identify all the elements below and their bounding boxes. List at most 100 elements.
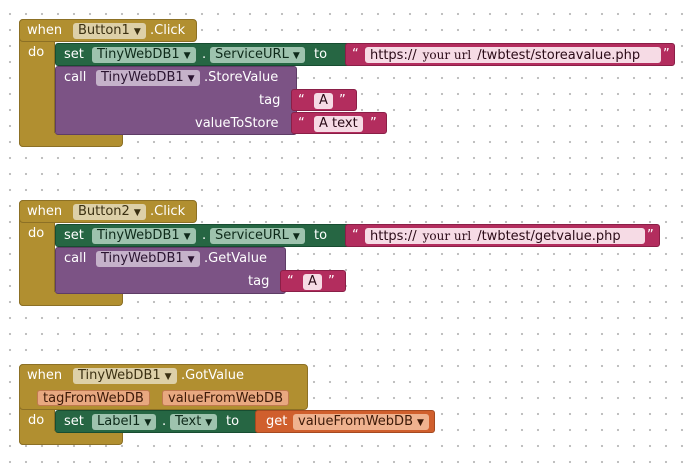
url-handwritten: your url — [422, 48, 472, 62]
do-keyword: do — [28, 45, 45, 60]
chevron-down-icon: ▼ — [133, 27, 141, 37]
event-block-header[interactable]: when Button2▼ .Click — [19, 200, 197, 223]
do-keyword: do — [28, 226, 45, 241]
set-keyword: set — [64, 228, 84, 243]
component-name: Label1 — [97, 414, 141, 429]
call-keyword: call — [64, 70, 87, 85]
call-keyword: call — [64, 251, 87, 266]
component-name: TinyWebDB1 — [97, 228, 180, 243]
set-keyword: set — [64, 47, 84, 62]
url-suffix: /twbtest/storeavalue.php — [477, 48, 641, 63]
event-block-footer[interactable] — [19, 292, 123, 306]
text-field-value[interactable]: A text — [314, 116, 363, 132]
tag-label: tag — [259, 93, 281, 108]
event-name: .GotValue — [181, 368, 244, 383]
chevron-down-icon: ▼ — [205, 418, 213, 428]
to-keyword: to — [226, 414, 240, 429]
component-dropdown[interactable]: Button1▼ — [73, 23, 146, 39]
event-param-tagfromwebdb[interactable]: tagFromWebDB — [37, 390, 150, 406]
url-prefix: https:// — [370, 48, 417, 63]
to-keyword: to — [314, 47, 328, 62]
text-field-url[interactable]: https:// your url/twbtest/storeavalue.php — [365, 47, 661, 63]
when-keyword: when — [27, 23, 63, 38]
quote-close: ” — [328, 274, 335, 289]
quote-close: ” — [647, 228, 654, 243]
quote-open: “ — [298, 93, 305, 108]
component-dropdown[interactable]: TinyWebDB1▼ — [92, 47, 196, 63]
component-dropdown[interactable]: TinyWebDB1▼ — [96, 251, 200, 267]
chevron-down-icon: ▼ — [183, 51, 191, 61]
text-field-tag[interactable]: A — [303, 274, 322, 290]
method-name: .GetValue — [204, 251, 268, 266]
value-to-store-label: valueToStore — [195, 116, 279, 131]
when-keyword: when — [27, 204, 63, 219]
chevron-down-icon: ▼ — [133, 208, 141, 218]
chevron-down-icon: ▼ — [187, 74, 195, 84]
to-keyword: to — [314, 228, 328, 243]
set-serviceurl-block[interactable]: set TinyWebDB1▼ . ServiceURL▼ to — [55, 43, 351, 66]
chevron-down-icon: ▼ — [292, 232, 300, 242]
dot-separator: . — [162, 414, 167, 429]
quote-close: ” — [663, 47, 670, 62]
chevron-down-icon: ▼ — [187, 255, 195, 265]
chevron-down-icon: ▼ — [292, 51, 300, 61]
set-label-text-block[interactable]: set Label1▼ . Text▼ to — [55, 410, 261, 433]
component-dropdown[interactable]: Button2▼ — [73, 204, 146, 220]
event-param-valuefromwebdb[interactable]: valueFromWebDB — [162, 390, 289, 406]
call-getvalue-block[interactable]: call TinyWebDB1▼ .GetValue tag — [55, 247, 286, 294]
property-name: Text — [175, 414, 202, 429]
variable-name: valueFromWebDB — [298, 414, 413, 429]
get-variable-block[interactable]: get valueFromWebDB ▼ — [255, 410, 435, 433]
component-name: Button1 — [78, 23, 130, 38]
component-name: TinyWebDB1 — [101, 251, 184, 266]
do-keyword: do — [28, 413, 45, 428]
url-suffix: /twbtest/getvalue.php — [477, 229, 621, 244]
set-serviceurl-block[interactable]: set TinyWebDB1▼ . ServiceURL▼ to — [55, 224, 351, 247]
component-dropdown[interactable]: Label1▼ — [92, 414, 157, 430]
property-dropdown[interactable]: ServiceURL▼ — [210, 228, 305, 244]
component-dropdown[interactable]: TinyWebDB1▼ — [96, 70, 200, 86]
event-name: .Click — [150, 23, 186, 38]
text-block-tag[interactable]: “ A ” — [291, 89, 357, 111]
method-name: .StoreValue — [204, 70, 279, 85]
event-name: .Click — [150, 204, 186, 219]
quote-open: “ — [352, 47, 359, 62]
text-block-value[interactable]: “ A text ” — [291, 112, 387, 134]
property-dropdown[interactable]: Text▼ — [170, 414, 218, 430]
text-block-url[interactable]: “ https://your url/twbtest/getvalue.php … — [345, 224, 660, 247]
text-field-tag[interactable]: A — [314, 93, 333, 109]
call-storevalue-block[interactable]: call TinyWebDB1▼ .StoreValue tag valueTo… — [55, 66, 297, 135]
event-block-header[interactable]: when TinyWebDB1▼ .GotValue tagFromWebDB … — [19, 364, 308, 410]
quote-open: “ — [287, 274, 294, 289]
event-block-footer[interactable] — [19, 133, 123, 147]
quote-open: “ — [352, 228, 359, 243]
component-name: TinyWebDB1 — [78, 368, 161, 383]
dot-separator: . — [202, 228, 207, 243]
variable-dropdown[interactable]: valueFromWebDB ▼ — [293, 414, 429, 430]
text-block-url[interactable]: “ https:// your url/twbtest/storeavalue.p… — [345, 43, 675, 66]
component-dropdown[interactable]: TinyWebDB1▼ — [73, 368, 177, 384]
set-keyword: set — [64, 414, 84, 429]
event-block-header[interactable]: when Button1▼ .Click — [19, 19, 197, 42]
component-name: TinyWebDB1 — [97, 47, 180, 62]
quote-close: ” — [370, 116, 377, 131]
when-keyword: when — [27, 368, 63, 383]
quote-open: “ — [298, 116, 305, 131]
text-field-url[interactable]: https:// your url/twbtest/getvalue.php — [365, 228, 645, 244]
quote-close: ” — [339, 93, 346, 108]
event-block-footer[interactable] — [19, 431, 123, 445]
dot-separator: . — [202, 47, 207, 62]
get-keyword: get — [266, 414, 288, 429]
chevron-down-icon: ▼ — [144, 418, 152, 428]
property-name: ServiceURL — [215, 47, 289, 62]
component-dropdown[interactable]: TinyWebDB1▼ — [92, 228, 196, 244]
text-block-tag[interactable]: “ A ” — [280, 270, 346, 292]
chevron-down-icon: ▼ — [417, 418, 424, 428]
property-name: ServiceURL — [215, 228, 289, 243]
url-prefix: https:// — [370, 229, 417, 244]
component-name: Button2 — [78, 204, 130, 219]
tag-label: tag — [248, 274, 270, 289]
component-name: TinyWebDB1 — [101, 70, 184, 85]
url-handwritten: your url — [422, 229, 472, 243]
property-dropdown[interactable]: ServiceURL▼ — [210, 47, 305, 63]
